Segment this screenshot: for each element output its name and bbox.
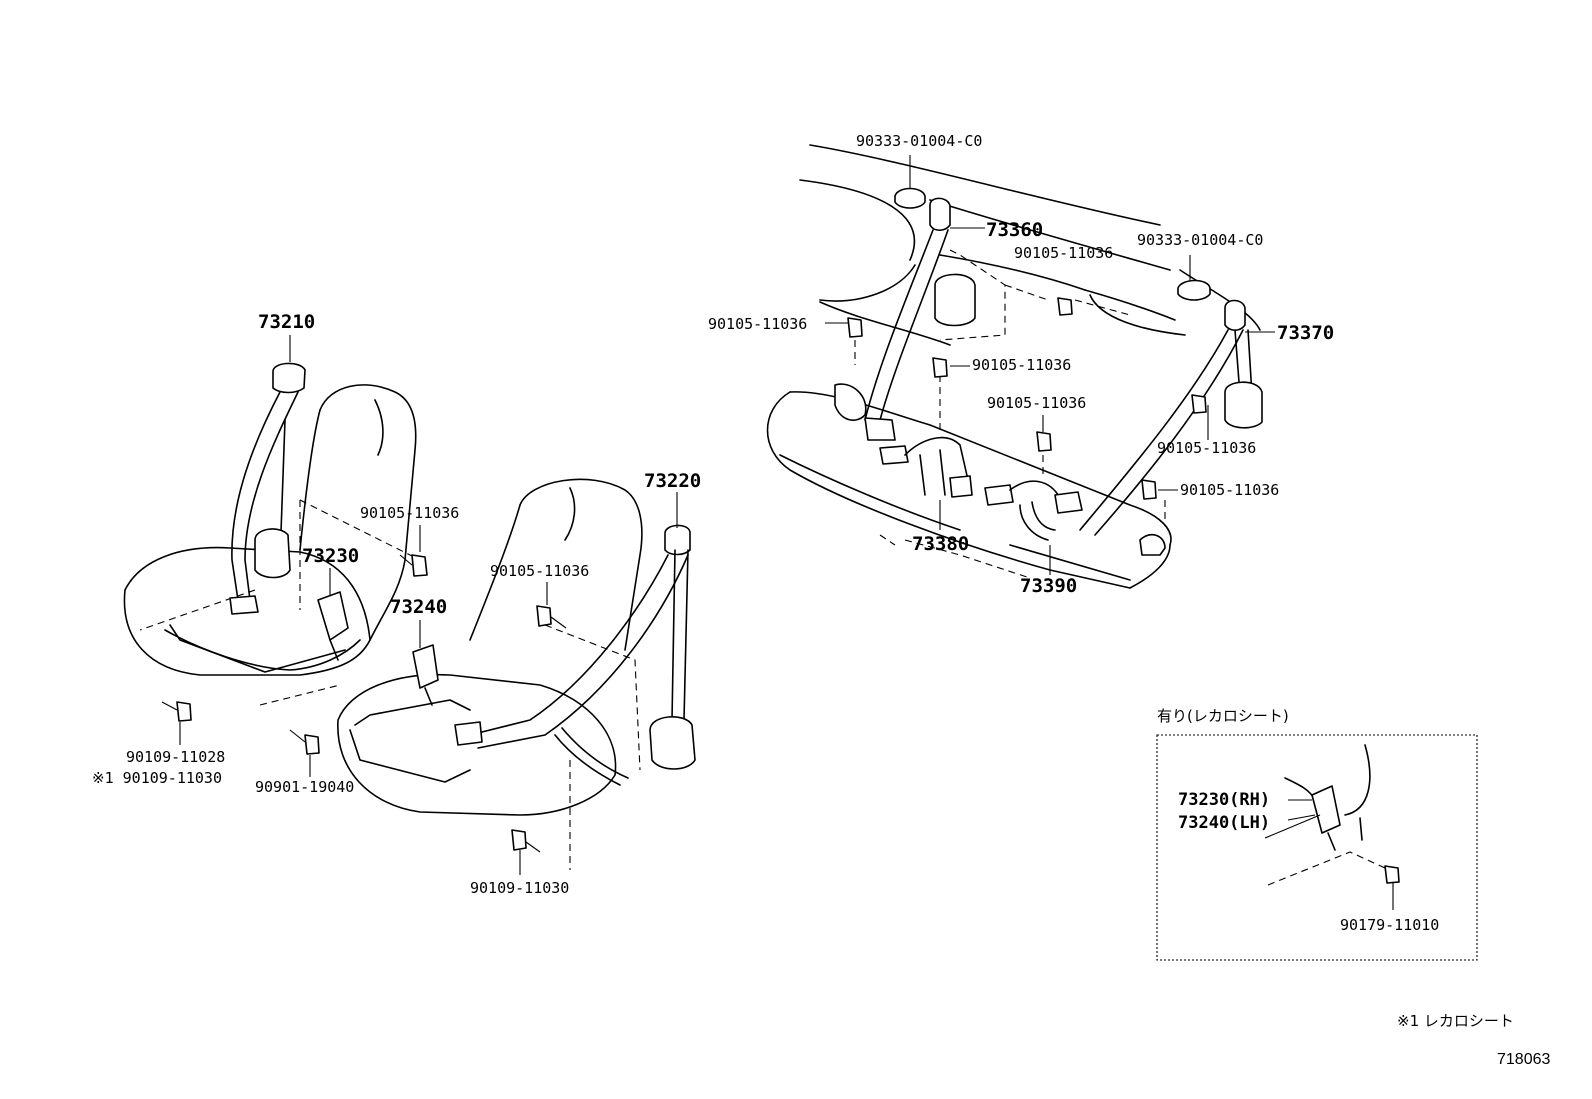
bolt-label-rear-center: 90105-11036 <box>972 356 1071 374</box>
buckle-73390 <box>984 480 1083 541</box>
part-label-73370: 73370 <box>1277 322 1334 344</box>
cap-label-left: 90333-01004-C0 <box>856 132 982 150</box>
part-label-73360: 73360 <box>986 219 1043 241</box>
cap-label-right: 90333-01004-C0 <box>1137 231 1263 249</box>
inset-label-rh: 73230(RH) <box>1178 790 1270 810</box>
inset-recaro <box>1156 734 1478 961</box>
seat-belt-73370 <box>1079 299 1263 556</box>
bolt-label-front-left: 90105-11036 <box>360 504 459 522</box>
part-label-73230: 73230 <box>302 545 359 567</box>
bolt-icon <box>847 297 1207 500</box>
front-left-seat <box>123 384 421 676</box>
bolt-label-rear-right: 90105-11036 <box>1157 439 1256 457</box>
bolt-label-rear-upper: 90105-11036 <box>1014 244 1113 262</box>
nut-icon <box>1384 865 1400 884</box>
cap-icon <box>894 187 1211 301</box>
seat-belt-73210 <box>229 362 306 615</box>
buckle-73380 <box>879 436 973 498</box>
bolt-label-rear-right-lower: 90105-11036 <box>1180 481 1279 499</box>
part-label-73390: 73390 <box>1020 575 1077 597</box>
leader-lines-front <box>179 335 678 875</box>
seat-belt-73220 <box>454 524 696 786</box>
part-label-73220: 73220 <box>644 470 701 492</box>
bolt-label-rear-left: 90105-11036 <box>708 315 807 333</box>
inset-title: 有り(レカロシート) <box>1157 707 1289 725</box>
bolt-label-90109-11030-note: ※1 90109-11030 <box>92 769 222 787</box>
bolt-label-90109-11030: 90109-11030 <box>470 879 569 897</box>
inset-label-lh: 73240(LH) <box>1178 813 1270 833</box>
bolt-label-front-right: 90105-11036 <box>490 562 589 580</box>
footnote: ※1 レカロシート <box>1397 1012 1514 1030</box>
buckle-73230 <box>317 591 349 661</box>
front-right-seat <box>259 478 643 870</box>
leader-lines-rear <box>825 155 1275 575</box>
bolt-label-90109-11028: 90109-11028 <box>126 748 225 766</box>
bolt-icon <box>161 554 567 853</box>
buckle-73240 <box>412 644 439 706</box>
part-label-73210: 73210 <box>258 311 315 333</box>
part-label-73380: 73380 <box>912 533 969 555</box>
bolt-label-rear-mid: 90105-11036 <box>987 394 1086 412</box>
inset-label-nut: 90179-11010 <box>1340 916 1439 934</box>
diagram-code: 718063 <box>1497 1051 1550 1068</box>
rear-seat <box>766 144 1261 589</box>
part-label-73240: 73240 <box>390 596 447 618</box>
bolt-label-90901-19040: 90901-19040 <box>255 778 354 796</box>
seat-belt-73360 <box>834 197 976 441</box>
